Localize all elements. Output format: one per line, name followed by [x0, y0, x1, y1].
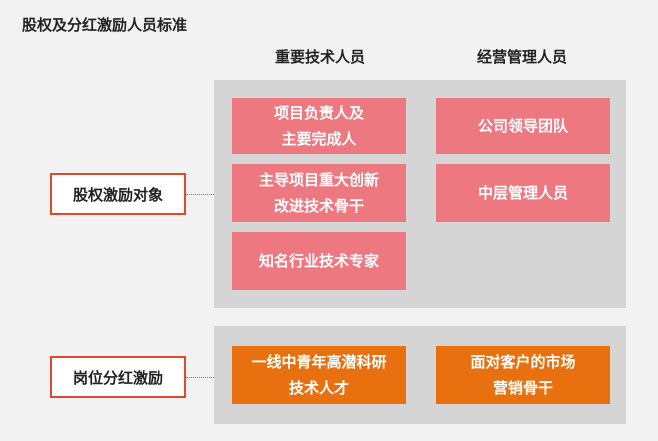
equity-tech-item-3: 知名行业技术专家: [232, 232, 406, 290]
position-tech-item-1: 一线中青年高潜科研技术人才: [232, 346, 406, 404]
column-header-tech-staff: 重要技术人员: [274, 48, 365, 66]
item-line: 技术人才: [288, 379, 349, 397]
column-header-management-staff: 经营管理人员: [476, 48, 567, 66]
item-line: 公司领导团队: [477, 117, 568, 135]
position-connector-line: [186, 377, 214, 378]
equity-incentive-label: 股权激励对象: [50, 173, 186, 215]
item-line: 一线中青年高潜科研: [251, 353, 387, 371]
item-line: 主要完成人: [281, 130, 357, 148]
equity-connector-line: [186, 194, 214, 195]
item-line: 项目负责人及: [273, 104, 364, 122]
item-line: 面对客户的市场: [470, 353, 576, 371]
item-line: 营销骨干: [492, 379, 553, 397]
item-line: 中层管理人员: [477, 184, 568, 202]
item-line: 改进技术骨干: [273, 197, 364, 215]
position-dividend-label: 岗位分红激励: [50, 356, 186, 398]
diagram-title: 股权及分红激励人员标准: [22, 16, 188, 34]
item-line: 主导项目重大创新: [258, 171, 379, 189]
equity-mgmt-item-1: 公司领导团队: [436, 98, 610, 154]
position-mgmt-item-1: 面对客户的市场营销骨干: [436, 346, 610, 404]
item-line: 知名行业技术专家: [258, 252, 379, 270]
equity-tech-item-2: 主导项目重大创新改进技术骨干: [232, 164, 406, 222]
equity-mgmt-item-2: 中层管理人员: [436, 164, 610, 222]
equity-tech-item-1: 项目负责人及主要完成人: [232, 98, 406, 154]
